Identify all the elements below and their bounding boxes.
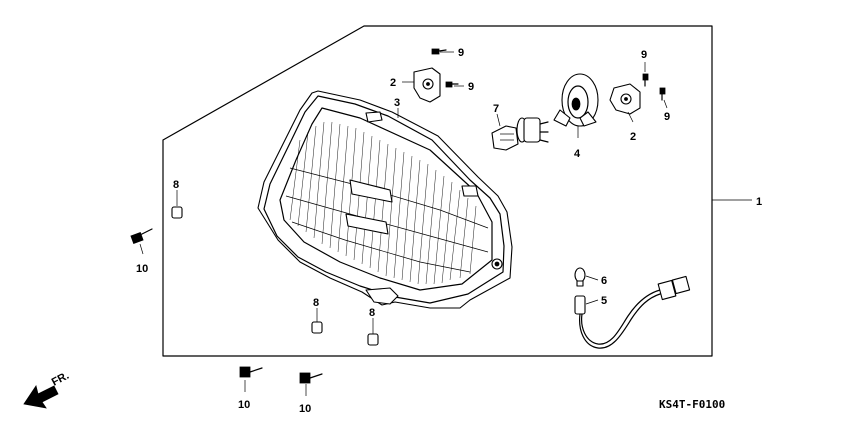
assembly-boundary — [162, 25, 713, 357]
housing-bottom-bracket — [365, 287, 399, 305]
callout-8-c: 8 — [369, 307, 375, 319]
callout-10-a: 10 — [136, 263, 148, 275]
bracket-left — [413, 67, 441, 103]
callout-1: 1 — [756, 196, 762, 208]
lens-reflector-upper — [349, 179, 393, 203]
diagram-code: KS4T-F0100 — [659, 398, 725, 411]
callout-8-a: 8 — [173, 179, 179, 191]
lens-reflector-lower — [345, 213, 389, 235]
callout-10-c: 10 — [299, 403, 311, 415]
housing-top-tab — [365, 111, 383, 123]
callout-labels: 1 2 2 3 4 5 6 7 8 8 8 9 9 9 9 10 10 10 — [136, 47, 762, 415]
callout-2-right: 2 — [630, 131, 636, 143]
bolt-10c — [299, 372, 323, 384]
front-direction-arrow: FR. — [23, 370, 71, 409]
headlight-housing — [257, 90, 513, 309]
callout-4: 4 — [574, 148, 581, 160]
screw-9a — [431, 48, 447, 55]
callout-7: 7 — [493, 103, 499, 115]
callout-5: 5 — [601, 295, 607, 307]
front-direction-label: FR. — [50, 370, 71, 389]
callout-6: 6 — [601, 275, 607, 287]
callout-9-d: 9 — [664, 111, 670, 123]
callout-8-b: 8 — [313, 297, 319, 309]
bracket-right — [609, 83, 641, 115]
lens-hatching — [289, 121, 477, 285]
leader-lines — [139, 51, 668, 396]
bolt-10a — [130, 228, 153, 244]
bulb-socket-harness — [574, 275, 691, 349]
screw-9c — [642, 73, 649, 87]
grommet-8b — [311, 321, 323, 334]
callout-9-c: 9 — [641, 49, 647, 61]
grommet-8c — [367, 333, 379, 346]
dust-cover — [553, 73, 599, 127]
callout-9-a: 9 — [458, 47, 464, 59]
position-bulb — [574, 267, 586, 287]
callout-10-b: 10 — [238, 399, 250, 411]
bolt-10b — [239, 366, 263, 378]
screw-9d — [659, 87, 666, 101]
callout-9-b: 9 — [468, 81, 474, 93]
callout-2-left: 2 — [390, 77, 396, 89]
screw-9b — [445, 81, 459, 88]
callout-3: 3 — [394, 97, 400, 109]
grommet-8a — [171, 206, 183, 219]
headlight-bulb — [491, 117, 549, 151]
